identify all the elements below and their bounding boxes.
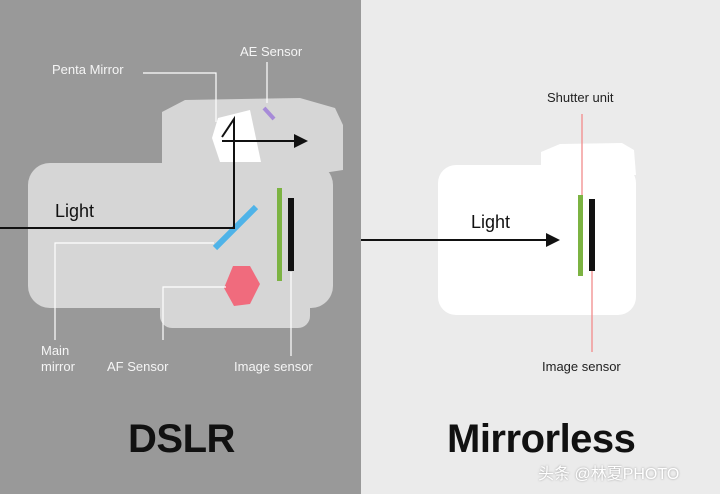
label-shutter-unit: Shutter unit [547, 90, 614, 105]
leader-main-mirror [54, 242, 214, 340]
dslr-light-label: Light [55, 201, 95, 221]
dslr-light-line [0, 115, 235, 229]
leader-af-sensor [162, 286, 226, 340]
mirrorless-light-label: Light [471, 212, 511, 232]
ae-sensor-shape [262, 106, 276, 121]
label-dslr-image-sensor: Image sensor [234, 359, 313, 374]
mirrorless-sensor-black [589, 199, 595, 271]
mirrorless-top [541, 143, 636, 175]
mirrorless-title: Mirrorless [447, 417, 636, 461]
label-af-sensor: AF Sensor [107, 359, 169, 374]
af-sensor-shape [224, 266, 260, 306]
mirrorless-sensor-green [578, 195, 583, 276]
dslr-sensor-black [288, 198, 294, 271]
dslr-arrow-head [294, 134, 308, 148]
label-main-mirror-line1: Main [41, 343, 70, 358]
dslr-camera-body [28, 98, 343, 328]
dslr-leader-lines [54, 62, 292, 356]
dslr-sensor-green [277, 188, 282, 281]
dslr-light-path [0, 115, 296, 229]
dslr-title: DSLR [128, 417, 235, 461]
penta-mirror-shape [212, 110, 261, 162]
leader-penta-mirror [143, 72, 217, 122]
label-penta-mirror: Penta Mirror [52, 62, 124, 77]
label-ae-sensor: AE Sensor [240, 44, 303, 59]
mirrorless-arrow-head [546, 233, 560, 247]
main-mirror-shape [212, 204, 259, 251]
label-mirrorless-image-sensor: Image sensor [542, 359, 621, 374]
label-main-mirror-line2: mirror [41, 359, 75, 374]
mirrorless-camera-body [438, 143, 636, 315]
watermark: 头条 @林夏PHOTO [538, 466, 680, 483]
